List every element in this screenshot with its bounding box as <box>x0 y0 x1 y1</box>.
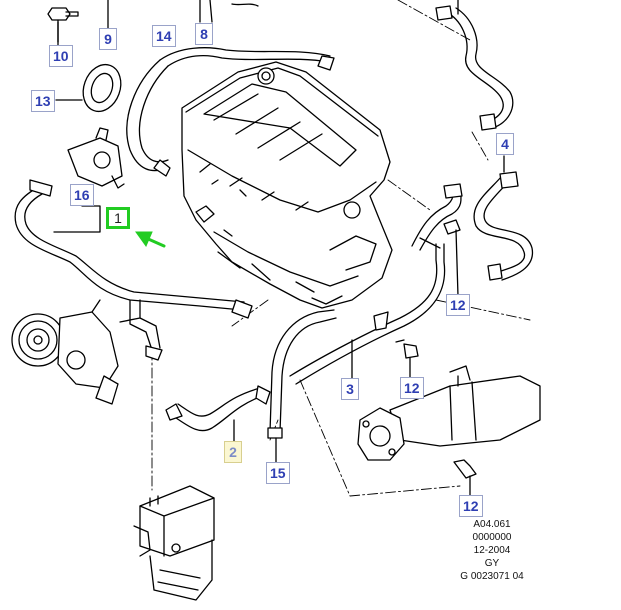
bolt-12c-drawing <box>453 459 477 497</box>
oil-cooler-drawing <box>133 485 215 601</box>
info-code: GY <box>484 558 500 569</box>
pipe-3-drawing <box>289 243 446 385</box>
hose-4-drawing <box>473 155 534 281</box>
info-drawing-id: G 0023071 04 <box>460 571 524 582</box>
callout-13[interactable]: 13 <box>31 90 55 112</box>
hose-2-drawing <box>165 385 271 447</box>
callout-4[interactable]: 4 <box>496 133 514 155</box>
callout-14[interactable]: 14 <box>152 25 176 47</box>
hose-right-upper-drawing <box>411 183 463 251</box>
drawing-info-block: A04.061 0000000 12-2004 GY G 0023071 04 <box>452 518 532 583</box>
guide-line-6 <box>299 379 461 497</box>
callout-16[interactable]: 16 <box>70 184 94 206</box>
bolt-10-drawing <box>47 7 79 43</box>
callout-12-middle[interactable]: 12 <box>400 377 424 399</box>
leader-16 <box>53 205 101 233</box>
selected-part-marker[interactable]: 1 <box>106 207 130 229</box>
pipe-15-drawing <box>267 309 337 463</box>
seal-13-drawing <box>55 63 122 113</box>
hose-16-drawing <box>14 179 253 361</box>
thermostat-housing-drawing <box>67 127 125 189</box>
hose-8-fragment <box>199 0 259 23</box>
guide-line-3 <box>387 179 431 211</box>
callout-12-lower[interactable]: 12 <box>459 495 483 517</box>
guide-line-1 <box>397 0 471 41</box>
callout-10[interactable]: 10 <box>49 45 73 67</box>
hose-top-right-drawing <box>435 0 514 131</box>
engine-block-drawing <box>181 61 393 309</box>
hose-14-drawing <box>126 47 335 177</box>
callout-9[interactable]: 9 <box>99 28 117 50</box>
guide-line-7 <box>435 299 531 321</box>
bolt-12b-drawing <box>395 339 419 379</box>
water-pump-drawing <box>11 299 119 405</box>
callout-2[interactable]: 2 <box>224 441 242 463</box>
callout-12-upper[interactable]: 12 <box>446 294 470 316</box>
bolt-12a-drawing <box>443 219 461 297</box>
callout-15[interactable]: 15 <box>266 462 290 484</box>
pointer-arrow <box>135 231 166 248</box>
egr-cooler-drawing <box>357 365 541 461</box>
info-number: 0000000 <box>472 532 512 543</box>
info-date: 12-2004 <box>473 545 511 556</box>
guide-line-2 <box>471 131 489 161</box>
callout-8[interactable]: 8 <box>195 23 213 45</box>
callout-3[interactable]: 3 <box>341 378 359 400</box>
info-reference: A04.061 <box>473 519 511 530</box>
